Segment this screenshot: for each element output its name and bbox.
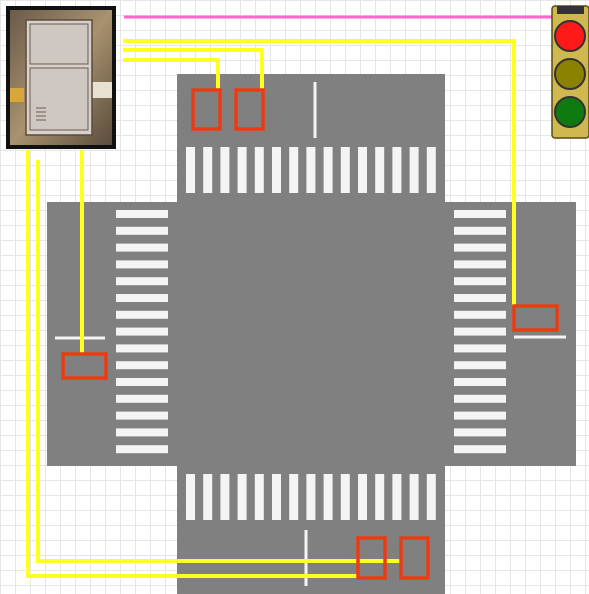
crosswalk-stripe [427, 147, 436, 193]
crosswalk-stripe [255, 147, 264, 193]
crosswalk-stripe [324, 147, 333, 193]
crosswalk-stripe [116, 277, 168, 285]
crosswalk-stripe [186, 147, 195, 193]
yellow-light-icon [555, 59, 585, 89]
crosswalk-east [454, 210, 506, 453]
crosswalk-stripe [272, 147, 281, 193]
crosswalk-stripe [454, 227, 506, 235]
crosswalk-stripe [116, 294, 168, 302]
crosswalk-stripe [255, 474, 264, 520]
crosswalk-stripe [454, 294, 506, 302]
crosswalk-stripe [116, 244, 168, 252]
crosswalk-stripe [375, 147, 384, 193]
crosswalk-stripe [220, 474, 229, 520]
crosswalk-stripe [375, 474, 384, 520]
crosswalk-stripe [358, 474, 367, 520]
traffic-light-top-shade [557, 6, 584, 14]
crosswalk-stripe [454, 277, 506, 285]
controller-background-car [10, 88, 24, 102]
crosswalk-stripe [238, 474, 247, 520]
crosswalk-stripe [454, 378, 506, 386]
crosswalk-stripe [116, 344, 168, 352]
crosswalk-stripe [116, 260, 168, 268]
crosswalk-stripe [116, 412, 168, 420]
crosswalk-stripe [116, 311, 168, 319]
crosswalk-north [186, 147, 436, 193]
crosswalk-stripe [289, 147, 298, 193]
crosswalk-stripe [186, 474, 195, 520]
crosswalk-stripe [454, 260, 506, 268]
crosswalk-stripe [289, 474, 298, 520]
crosswalk-stripe [341, 474, 350, 520]
crosswalk-stripe [116, 378, 168, 386]
crosswalk-stripe [454, 210, 506, 218]
crosswalk-stripe [116, 395, 168, 403]
crosswalk-stripe [427, 474, 436, 520]
crosswalk-stripe [220, 147, 229, 193]
crosswalk-stripe [454, 445, 506, 453]
traffic-signal-icon[interactable] [552, 6, 589, 138]
crosswalk-stripe [454, 412, 506, 420]
controller-cabinet-door-bottom [30, 68, 88, 130]
controller-cabinet-door-top [30, 24, 88, 64]
crosswalk-stripe [306, 147, 315, 193]
crosswalk-stripe [454, 428, 506, 436]
crosswalk-stripe [116, 361, 168, 369]
traffic-controller-cabinet-photo[interactable] [6, 6, 116, 149]
crosswalk-stripe [116, 445, 168, 453]
crosswalk-stripe [358, 147, 367, 193]
crosswalk-stripe [454, 328, 506, 336]
crosswalk-stripe [116, 328, 168, 336]
crosswalk-stripe [324, 474, 333, 520]
crosswalk-west [116, 210, 168, 453]
crosswalk-stripe [306, 474, 315, 520]
green-light-icon [555, 97, 585, 127]
crosswalk-stripe [392, 474, 401, 520]
crosswalk-stripe [410, 474, 419, 520]
red-light-icon [555, 21, 585, 51]
crosswalk-stripe [454, 361, 506, 369]
crosswalk-stripe [116, 227, 168, 235]
crosswalk-stripe [203, 474, 212, 520]
crosswalk-stripe [341, 147, 350, 193]
crosswalk-stripe [410, 147, 419, 193]
crosswalk-stripe [392, 147, 401, 193]
crosswalk-stripe [116, 428, 168, 436]
crosswalk-stripe [454, 311, 506, 319]
controller-background-car-2 [92, 82, 112, 98]
crosswalk-stripe [272, 474, 281, 520]
crosswalk-stripe [454, 244, 506, 252]
crosswalk-stripe [203, 147, 212, 193]
crosswalk-stripe [116, 210, 168, 218]
intersection-center [177, 202, 445, 466]
crosswalk-stripe [238, 147, 247, 193]
crosswalk-south [186, 474, 436, 520]
crosswalk-stripe [454, 395, 506, 403]
crosswalk-stripe [454, 344, 506, 352]
